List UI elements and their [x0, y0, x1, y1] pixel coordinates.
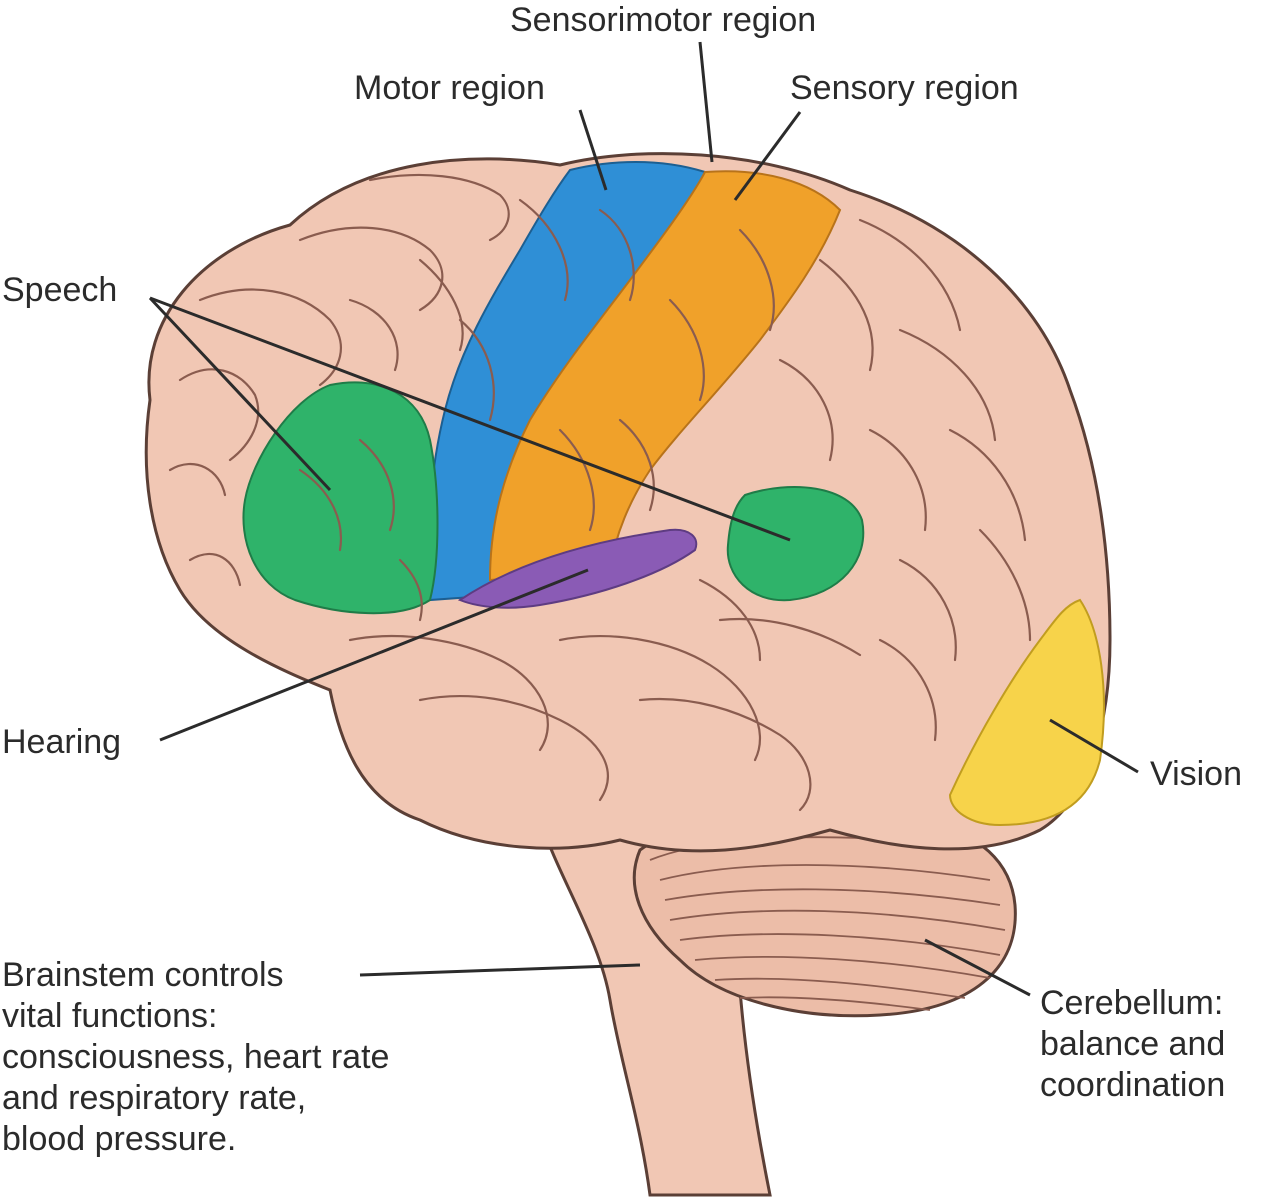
leader-sensory	[733, 111, 802, 201]
hearing-region	[457, 528, 698, 609]
speech-region-temporal	[726, 486, 865, 602]
brainstem-line: blood pressure.	[2, 1120, 237, 1158]
leader-vision	[1049, 718, 1139, 774]
speech-region-frontal	[242, 381, 439, 615]
leader-lines	[148, 41, 1139, 997]
cerebellum-line: Cerebellum:	[1040, 984, 1224, 1022]
leader-hearing	[159, 568, 589, 742]
label-motor-region: Motor region	[354, 69, 545, 107]
label-sensorimotor-region: Sensorimotor region	[510, 1, 817, 39]
leader-sensorimotor	[698, 41, 714, 163]
leader-brainstem	[359, 963, 641, 977]
brainstem-line: consciousness, heart rate	[2, 1038, 390, 1076]
brainstem-line: vital functions:	[2, 997, 218, 1035]
sensory-region	[488, 170, 842, 582]
label-vision: Vision	[1150, 755, 1242, 793]
label-cerebellum: Cerebellum: balance and coordination	[1040, 983, 1225, 1106]
cerebellum-line: balance and	[1040, 1025, 1226, 1063]
leader-speech-temporal	[149, 296, 791, 542]
vision-region	[948, 598, 1105, 827]
leader-speech-frontal	[148, 296, 332, 492]
cerebellum-line: coordination	[1040, 1066, 1226, 1104]
gyri-texture	[168, 173, 1032, 812]
brainstem-line: and respiratory rate,	[2, 1079, 307, 1117]
label-sensory-region: Sensory region	[790, 69, 1019, 107]
leader-cerebellum	[924, 938, 1031, 997]
label-brainstem: Brainstem controls vital functions: cons…	[2, 955, 389, 1160]
brainstem-line: Brainstem controls	[2, 956, 284, 994]
label-speech: Speech	[2, 271, 118, 309]
leader-motor	[578, 109, 608, 191]
label-hearing: Hearing	[2, 723, 122, 761]
